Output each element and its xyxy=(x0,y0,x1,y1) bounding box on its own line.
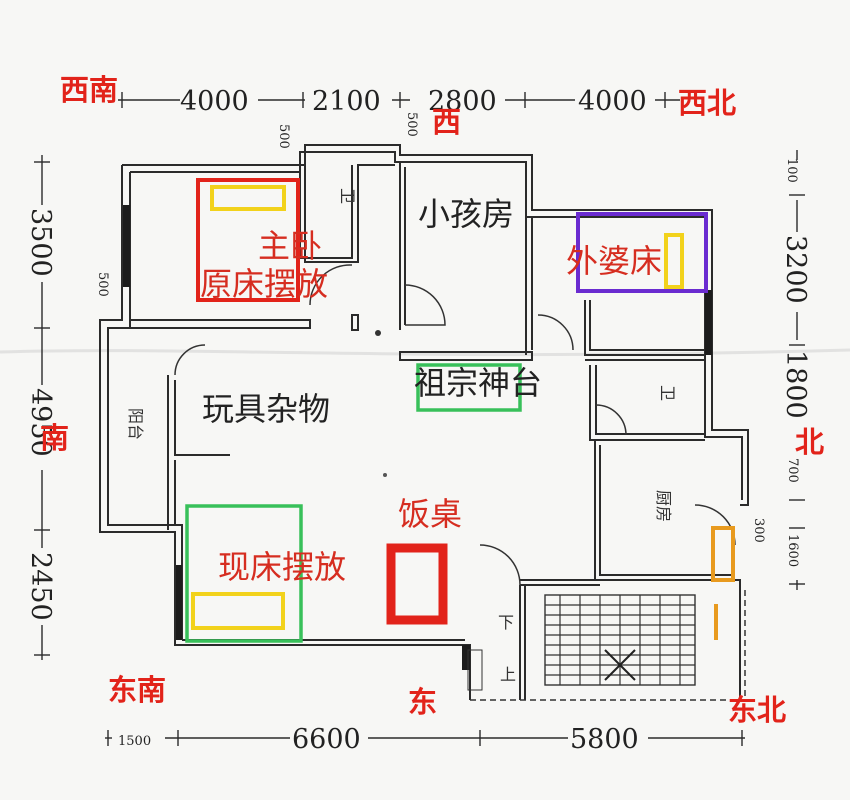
direction-northeast: 东北 xyxy=(728,693,786,727)
dim-right-5: 1600 xyxy=(785,534,800,567)
label-dining-table: 饭桌 xyxy=(398,495,462,533)
dim-top-2: 2100 xyxy=(312,86,381,117)
dim-wall-4: 300 xyxy=(751,518,766,543)
original-bed-pillow xyxy=(210,185,286,211)
altar-box xyxy=(416,363,522,412)
dim-left-2: 4950 xyxy=(25,388,56,457)
dim-right-2: 3200 xyxy=(780,235,811,304)
direction-west: 西 xyxy=(432,105,461,139)
direction-south: 南 xyxy=(40,421,69,455)
walls xyxy=(99,144,749,700)
label-kids-room: 小孩房 xyxy=(418,195,514,233)
dining-table-box xyxy=(386,543,448,625)
dim-wall-2: 500 xyxy=(404,112,419,137)
current-bed-pillow xyxy=(191,592,285,630)
dim-wall-3: 500 xyxy=(95,272,110,297)
direction-southeast: 东南 xyxy=(108,673,166,707)
dim-right-1: 100 xyxy=(784,158,799,183)
right-dimension-chain: 100 3200 1800 700 1600 xyxy=(780,150,811,590)
direction-southwest: 西南 xyxy=(60,73,118,107)
top-dimension-chain: 4000 2100 2800 4000 xyxy=(118,86,680,117)
label-master-bedroom: 主卧 xyxy=(258,227,322,265)
room-label-bath-right: 卫 xyxy=(658,385,677,401)
original-bed-box xyxy=(196,178,300,302)
label-ancestral-altar: 祖宗神台 xyxy=(414,364,542,402)
direction-northwest: 西北 xyxy=(678,86,736,120)
label-toys-storage: 玩具杂物 xyxy=(202,390,330,428)
direction-north: 北 xyxy=(795,425,824,459)
orange-box-upper xyxy=(711,526,735,582)
bottom-dimension-chain: 1500 6600 5800 xyxy=(105,724,745,755)
room-label-balcony: 阳台 xyxy=(126,408,145,440)
dim-top-4: 4000 xyxy=(578,86,647,117)
label-grandma-bed: 外婆床 xyxy=(566,242,662,280)
room-label-bath-upper: 卫 xyxy=(338,188,357,204)
direction-east: 东 xyxy=(408,685,437,719)
dim-left-3: 2450 xyxy=(25,552,56,621)
label-current-bed: 现床摆放 xyxy=(218,548,346,586)
stair-label-up: 上 xyxy=(500,665,516,684)
left-dimension-chain: 3500 4950 2450 xyxy=(25,155,56,660)
current-bed-box xyxy=(185,504,303,643)
paper-crease xyxy=(0,348,850,357)
dim-bottom-1: 1500 xyxy=(118,734,151,749)
dim-wall-1: 500 xyxy=(276,124,291,149)
dim-right-3: 1800 xyxy=(780,350,811,419)
dim-bottom-2: 6600 xyxy=(292,724,361,755)
dim-top-1: 4000 xyxy=(180,86,249,117)
room-label-kitchen: 厨房 xyxy=(654,490,673,522)
stair-label-down: 下 xyxy=(498,613,514,632)
grandma-bed-pillow xyxy=(664,233,684,289)
dim-left-1: 3500 xyxy=(25,208,56,277)
staircase xyxy=(467,590,746,701)
dim-top-3: 2800 xyxy=(428,86,497,117)
grandma-bed-box xyxy=(576,212,708,293)
dim-bottom-3: 5800 xyxy=(570,724,639,755)
dim-right-4: 700 xyxy=(785,458,800,483)
label-original-bed: 原床摆放 xyxy=(200,265,328,303)
